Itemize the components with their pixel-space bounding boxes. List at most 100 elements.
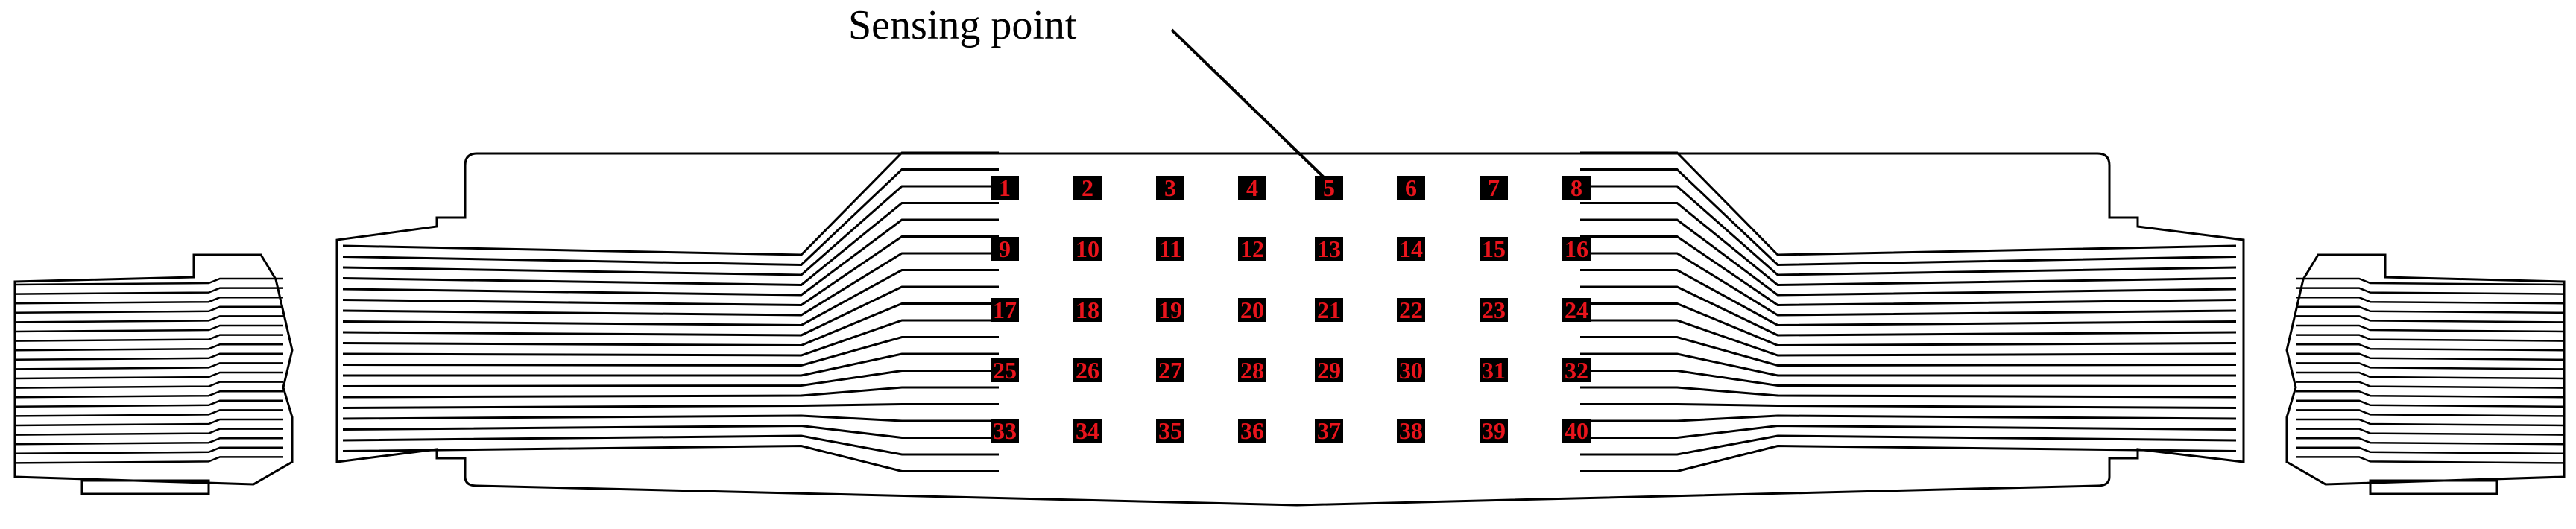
sensing-pad-label: 23 bbox=[1482, 297, 1506, 323]
sensing-pad-label: 25 bbox=[993, 357, 1017, 384]
sensing-pad bbox=[991, 419, 1019, 443]
sensing-point-5: 5 bbox=[1315, 174, 1343, 201]
sensing-pad bbox=[1238, 176, 1266, 200]
sensing-pad bbox=[1480, 419, 1508, 443]
connector-trace bbox=[14, 381, 283, 389]
lead-line-right bbox=[1580, 424, 2237, 439]
sensing-pad-label: 39 bbox=[1482, 417, 1506, 444]
sensing-point-19: 19 bbox=[1156, 297, 1184, 323]
sensing-pad bbox=[1238, 358, 1266, 382]
sensing-pad-label: 20 bbox=[1240, 297, 1264, 323]
connector-trace bbox=[2296, 446, 2565, 455]
lead-line-right bbox=[1580, 414, 2237, 422]
sensing-pad-label: 40 bbox=[1565, 417, 1588, 444]
lead-line-left bbox=[342, 386, 999, 399]
sensing-pad-label: 11 bbox=[1159, 235, 1181, 262]
lead-line-left bbox=[342, 218, 999, 297]
connector-outline bbox=[2285, 253, 2566, 486]
sensing-point-13: 13 bbox=[1315, 235, 1343, 262]
lead-lines-group bbox=[342, 151, 2237, 472]
sensing-pad-label: 10 bbox=[1076, 235, 1099, 262]
sensing-point-25: 25 bbox=[991, 357, 1019, 384]
sensing-pad-label: 32 bbox=[1565, 357, 1588, 384]
sensing-pad-label: 28 bbox=[1240, 357, 1264, 384]
sensing-point-36: 36 bbox=[1238, 417, 1266, 444]
sensing-pad-label: 2 bbox=[1082, 174, 1093, 201]
connector-trace bbox=[2296, 296, 2565, 305]
sensing-point-40: 40 bbox=[1562, 417, 1591, 444]
sensing-pad-label: 21 bbox=[1317, 297, 1341, 323]
sensing-point-23: 23 bbox=[1480, 297, 1508, 323]
sensing-pad bbox=[1562, 176, 1591, 200]
sensing-pad bbox=[1397, 419, 1425, 443]
lead-line-right bbox=[1580, 168, 2237, 267]
sensing-pad bbox=[1480, 298, 1508, 322]
sensing-point-15: 15 bbox=[1480, 235, 1508, 262]
sensing-pad-label: 18 bbox=[1076, 297, 1099, 323]
sensing-pad bbox=[1156, 298, 1184, 322]
lead-line-right bbox=[1580, 319, 2237, 357]
connector-trace bbox=[2296, 390, 2565, 399]
lead-line-left bbox=[342, 168, 999, 267]
sensing-pad bbox=[1073, 176, 1102, 200]
left-connector-tail bbox=[13, 253, 294, 495]
sensing-point-22: 22 bbox=[1397, 297, 1425, 323]
right-connector-tail bbox=[2285, 253, 2566, 495]
connector-trace bbox=[14, 334, 283, 342]
sensing-pad-label: 27 bbox=[1158, 357, 1182, 384]
lead-line-right bbox=[1580, 252, 2237, 317]
sensing-pad bbox=[1397, 176, 1425, 200]
lead-line-left bbox=[342, 370, 999, 387]
sensing-pad bbox=[991, 237, 1019, 261]
sensing-point-8: 8 bbox=[1562, 174, 1591, 201]
sensing-pad-label: 3 bbox=[1164, 174, 1176, 201]
sensing-pad-label: 6 bbox=[1405, 174, 1417, 201]
sensing-pad-label: 1 bbox=[999, 174, 1011, 201]
sensing-pad bbox=[1238, 298, 1266, 322]
sensing-pad-label: 34 bbox=[1076, 417, 1099, 444]
sensing-pad bbox=[1397, 298, 1425, 322]
sensing-point-24: 24 bbox=[1562, 297, 1591, 323]
sensing-pad bbox=[1562, 419, 1591, 443]
sensing-pad-label: 4 bbox=[1246, 174, 1258, 201]
lead-line-right bbox=[1580, 269, 2237, 327]
sensing-pad bbox=[1156, 237, 1184, 261]
sensing-point-35: 35 bbox=[1156, 417, 1184, 444]
sensing-point-18: 18 bbox=[1073, 297, 1102, 323]
lead-line-right bbox=[1580, 403, 2237, 409]
sensing-pad-label: 31 bbox=[1482, 357, 1506, 384]
sensing-pad-label: 15 bbox=[1482, 235, 1506, 262]
connector-tab bbox=[80, 479, 210, 495]
sensing-pad bbox=[1480, 176, 1508, 200]
lead-line-left bbox=[342, 269, 999, 327]
sensing-point-26: 26 bbox=[1073, 357, 1102, 384]
sensing-pad bbox=[1315, 358, 1343, 382]
sensing-point-28: 28 bbox=[1238, 357, 1266, 384]
connector-trace bbox=[2296, 418, 2565, 427]
sensing-point-4: 4 bbox=[1238, 174, 1266, 201]
connector-trace bbox=[14, 437, 283, 446]
sensing-pad-label: 8 bbox=[1570, 174, 1582, 201]
connector-trace bbox=[2296, 437, 2565, 446]
lead-line-left bbox=[342, 285, 999, 337]
lead-line-right bbox=[1580, 336, 2237, 367]
sensing-pad bbox=[1156, 176, 1184, 200]
sensing-pad-label: 9 bbox=[999, 235, 1011, 262]
sensing-pad-label: 26 bbox=[1076, 357, 1099, 384]
connector-trace bbox=[14, 277, 283, 286]
sensing-point-32: 32 bbox=[1562, 357, 1591, 384]
connector-trace bbox=[14, 305, 283, 314]
sensing-pad bbox=[991, 358, 1019, 382]
connector-trace bbox=[14, 409, 283, 417]
connector-trace bbox=[2296, 352, 2565, 361]
sensing-point-3: 3 bbox=[1156, 174, 1184, 201]
sensing-point-16: 16 bbox=[1562, 235, 1591, 262]
sensing-point-39: 39 bbox=[1480, 417, 1508, 444]
lead-line-left bbox=[342, 235, 999, 307]
sensing-pad-label: 29 bbox=[1317, 357, 1341, 384]
connector-trace bbox=[2296, 324, 2565, 333]
sensing-pad bbox=[1315, 419, 1343, 443]
sensing-point-20: 20 bbox=[1238, 297, 1266, 323]
